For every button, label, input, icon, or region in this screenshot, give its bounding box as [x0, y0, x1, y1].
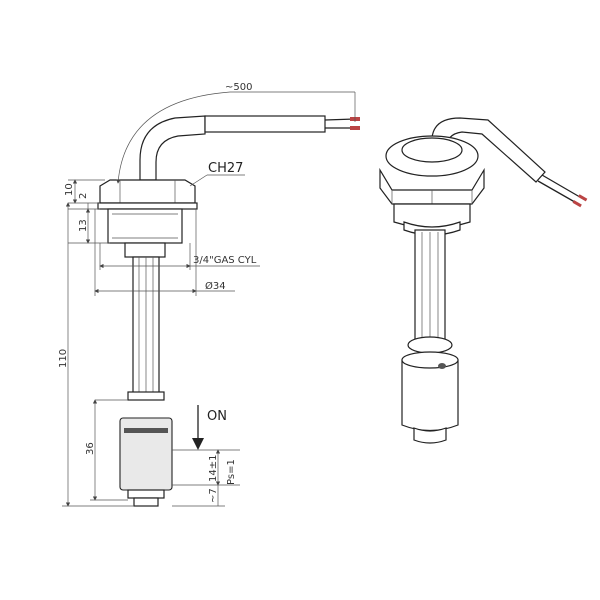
hex-nut [99, 179, 196, 204]
dim-36: 36 [85, 442, 96, 455]
dim-cable-arc [116, 91, 355, 184]
label-diameter: Ø34 [205, 280, 226, 292]
stop-collar [127, 391, 165, 401]
label-on: ON [207, 409, 227, 424]
thread-body [107, 208, 183, 244]
cable-sleeve [204, 115, 326, 133]
bottom-clip [127, 489, 165, 499]
label-ps: Ps=1 [226, 459, 237, 485]
dim-2: 2 [78, 193, 89, 199]
iso-cap-top [401, 137, 463, 163]
dimensions: ~500 CH27 3/4"GAS CYL Ø34 10 2 13 110 [58, 82, 356, 507]
front-view [97, 115, 360, 507]
dim-cable-length: ~500 [225, 82, 252, 93]
label-hex: CH27 [208, 161, 243, 176]
dim-14: 14±1 [208, 455, 219, 482]
dim-110: 110 [58, 349, 69, 368]
washer [97, 202, 198, 210]
dim-10: 10 [64, 183, 75, 196]
iso-collar [407, 336, 453, 354]
iso-bottom-cap [413, 427, 447, 444]
cable-bend [139, 115, 206, 181]
dim-7: ~7 [208, 488, 219, 503]
bottom-cap [133, 497, 159, 507]
iso-hex [379, 167, 485, 205]
isometric-view [379, 117, 588, 444]
thread-neck [124, 242, 166, 258]
dim-13: 13 [78, 219, 89, 232]
arrow-down-icon [192, 438, 204, 450]
wire-tip-2 [350, 126, 360, 130]
float-marker [124, 428, 168, 433]
label-thread: 3/4"GAS CYL [193, 255, 257, 266]
